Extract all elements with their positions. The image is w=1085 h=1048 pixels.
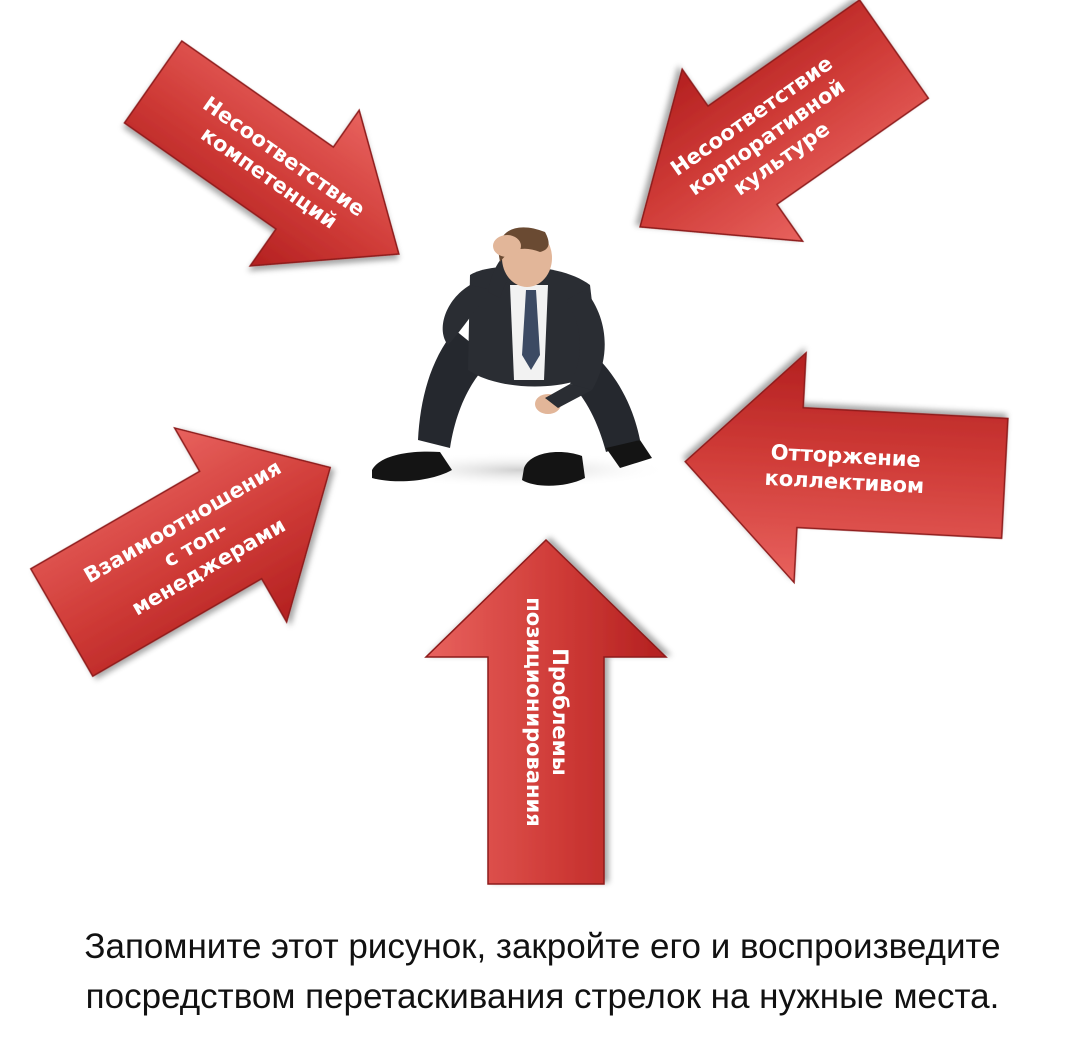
arrow-collective[interactable]: Отторжениеколлективом xyxy=(679,347,1011,593)
arrow-competence[interactable]: Несоответствиекомпетенций xyxy=(99,4,454,332)
instruction-caption: Запомните этот рисунок, закройте его и в… xyxy=(0,922,1085,1022)
arrow-label-line: позиционирования xyxy=(522,597,546,826)
arrow-positioning[interactable]: Проблемыпозиционирования xyxy=(424,538,668,885)
stressed-man-illustration xyxy=(370,227,670,488)
arrow-culture[interactable]: Несоответствиекорпоративнойкультуре xyxy=(580,0,954,313)
arrow-positioning-label: Проблемыпозиционирования xyxy=(522,597,572,826)
arrow-managers[interactable]: Взаимоотношенияс топ-менеджерами xyxy=(6,371,386,720)
arrow-label-line: Проблемы xyxy=(548,648,572,775)
caption-line-1: Запомните этот рисунок, закройте его и в… xyxy=(84,927,1001,966)
caption-line-2: посредством перетаскивания стрелок на ну… xyxy=(85,977,1000,1016)
